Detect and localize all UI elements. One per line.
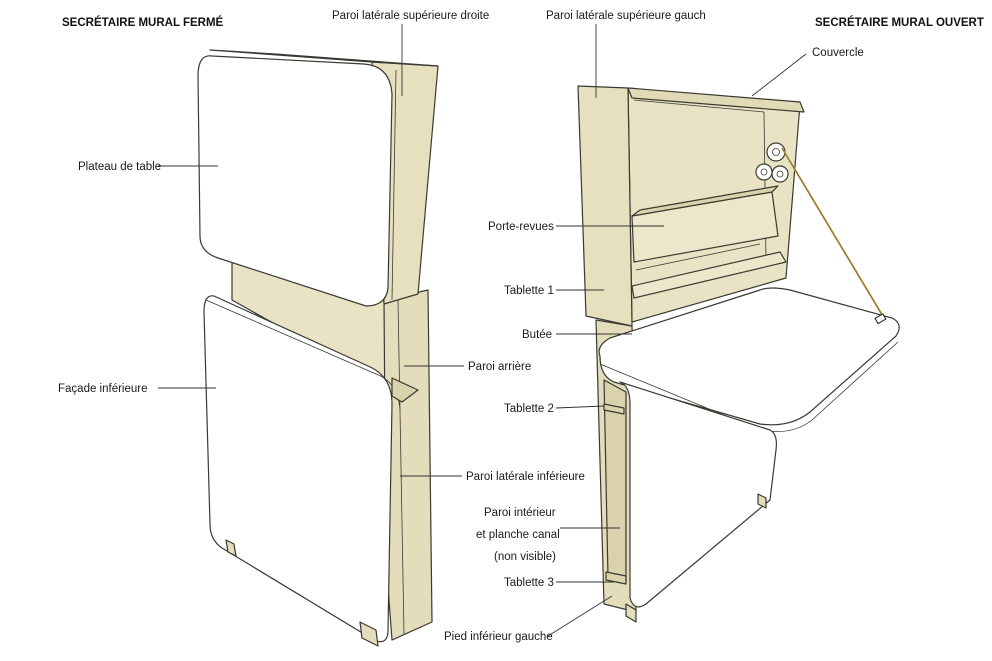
rope-knobs xyxy=(755,142,789,183)
closed-inner-shelf xyxy=(391,377,419,403)
open-right-foot xyxy=(757,493,767,509)
label-couvercle: Couvercle xyxy=(812,47,864,59)
open-table-top xyxy=(598,287,900,426)
label-paroi-int-3: (non visible) xyxy=(494,551,556,563)
shelf-1 xyxy=(631,251,787,299)
label-tablette3: Tablette 3 xyxy=(504,577,554,589)
label-plateau: Plateau de table xyxy=(78,161,161,173)
closed-table-panel xyxy=(197,55,393,307)
leader-lines xyxy=(158,24,807,637)
title-closed: SECRÉTAIRE MURAL FERMÉ xyxy=(62,16,224,29)
label-pied: Pied inférieur gauche xyxy=(444,631,553,643)
label-paroi-int-2: et planche canal xyxy=(476,529,560,541)
shelf-2 xyxy=(603,403,625,415)
label-butee: Butée xyxy=(522,329,552,341)
shelf-3 xyxy=(605,571,627,585)
label-paroi-sup-droite: Paroi latérale supérieure droite xyxy=(332,10,489,22)
label-tablette2: Tablette 2 xyxy=(504,403,554,415)
label-paroi-int-1: Paroi intérieur xyxy=(484,507,556,519)
open-lid xyxy=(627,87,805,113)
label-facade: Façade inférieure xyxy=(58,383,148,395)
closed-secretary xyxy=(197,49,439,647)
open-cabinet-left-side xyxy=(577,85,633,327)
closed-upper-top xyxy=(209,49,439,67)
open-front-panel xyxy=(619,381,777,608)
open-left-foot xyxy=(625,603,637,623)
label-tablette1: Tablette 1 xyxy=(504,285,554,297)
open-secretary xyxy=(577,85,900,623)
closed-right-foot xyxy=(359,621,379,647)
title-open: SECRÉTAIRE MURAL OUVERT xyxy=(815,16,984,29)
label-paroi-sup-gauche: Paroi latérale supérieure gauch xyxy=(546,10,706,22)
label-paroi-arriere: Paroi arrière xyxy=(468,361,531,373)
label-paroi-inf: Paroi latérale inférieure xyxy=(466,471,585,483)
label-porte-revues: Porte-revues xyxy=(488,221,554,233)
closed-left-foot xyxy=(225,539,237,557)
labels: SECRÉTAIRE MURAL FERMÉ SECRÉTAIRE MURAL … xyxy=(58,10,984,643)
